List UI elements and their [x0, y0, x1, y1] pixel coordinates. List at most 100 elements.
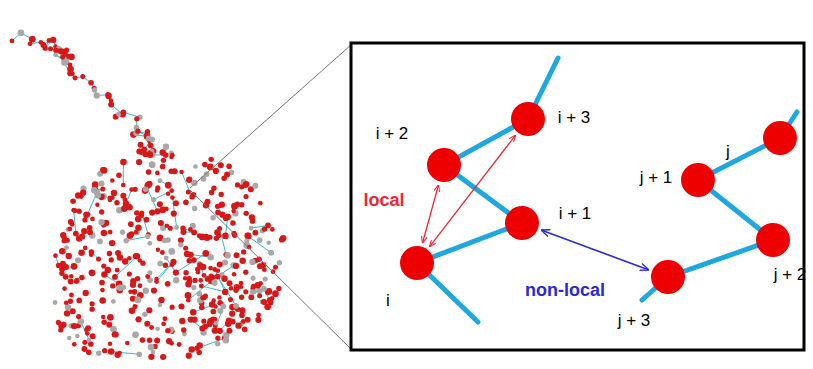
atom-dot [232, 272, 237, 277]
atom-dot [219, 202, 225, 208]
atom-dot [252, 183, 258, 189]
atom-dot [169, 155, 174, 160]
zoom-line [190, 190, 352, 350]
atom-dot [100, 167, 105, 172]
atom-dot [170, 259, 176, 265]
chain-bonds [417, 58, 797, 322]
atom-dot [158, 178, 163, 183]
atom-dot [128, 221, 134, 227]
residue-label: j + 3 [618, 311, 651, 331]
atom-dot [96, 351, 102, 357]
atom-dot [243, 194, 248, 199]
atom-dot [114, 200, 119, 205]
atom-dot [161, 158, 166, 163]
atom-dot [144, 321, 150, 327]
atom-dot [99, 297, 106, 304]
atom-dot [70, 308, 76, 314]
atom-dot [48, 46, 53, 51]
atom-dot [191, 257, 197, 263]
residue-circle: j + 3 [651, 260, 685, 294]
residue-label: j + 2 [774, 265, 807, 285]
atom-dot [90, 301, 95, 306]
atom-dot [109, 257, 114, 262]
atom-dot [183, 276, 187, 280]
atom-dot [243, 289, 248, 294]
atom-dot [165, 281, 171, 287]
atom-dot [183, 270, 188, 275]
atom-dot [233, 303, 239, 309]
atom-dot [190, 309, 197, 316]
atom-dot [125, 341, 130, 346]
atom-dot [135, 129, 140, 134]
atom-dot [183, 199, 189, 205]
atom-dot [234, 202, 240, 208]
atom-dot [169, 188, 174, 193]
atom-dot [120, 230, 125, 235]
atom-dot [213, 304, 217, 308]
atom-dot [115, 268, 120, 273]
atom-dot [197, 262, 203, 268]
atom-dot [86, 349, 92, 355]
atom-dot [43, 46, 48, 51]
atom-dot [120, 109, 126, 115]
atom-dot [239, 257, 245, 263]
atom-dot [28, 41, 33, 46]
atom-dot [98, 219, 104, 225]
atom-dot [199, 283, 204, 288]
atom-dot [137, 283, 142, 288]
atom-dot [60, 263, 67, 270]
atom-dot [80, 74, 85, 79]
atom-dot [210, 316, 215, 321]
atom-dot [108, 341, 112, 345]
atom-dot [243, 181, 249, 187]
atom-dot [127, 271, 132, 276]
atom-dot [220, 303, 226, 309]
atom-dot [133, 253, 139, 259]
atom-dot [234, 284, 240, 290]
atom-dot [210, 309, 216, 315]
atom-dot [87, 229, 93, 235]
atom-dot [181, 327, 186, 332]
atom-dot [257, 237, 263, 243]
non-local-arrow [542, 230, 649, 269]
atom-dot [186, 352, 192, 358]
atom-dot [174, 225, 179, 230]
atom-dot [230, 220, 236, 226]
atom-dot [214, 321, 219, 326]
atom-dot [276, 286, 281, 291]
atom-dot [196, 350, 202, 356]
atom-dot [74, 279, 79, 284]
atom-dot [110, 178, 114, 182]
atom-dot [148, 344, 155, 351]
atom-dot [147, 151, 154, 158]
atom-dot [217, 295, 222, 300]
atom-dot [188, 227, 193, 232]
atom-dot [222, 289, 228, 295]
atom-dot [272, 290, 279, 297]
atom-dot [77, 209, 82, 214]
atom-dot [134, 116, 139, 121]
atom-dot [115, 352, 121, 358]
atom-dot [71, 208, 76, 213]
atom-dot [58, 48, 64, 54]
atom-dot [128, 289, 132, 293]
atom-dot [196, 270, 200, 274]
atom-dot [183, 246, 188, 251]
atom-dot [198, 278, 203, 283]
atom-dot [94, 92, 100, 98]
atom-dot [138, 142, 144, 148]
atom-dot [177, 342, 182, 347]
atom-dot [160, 164, 166, 170]
atom-dot [71, 263, 78, 270]
atom-dot [168, 168, 173, 173]
atom-dot [202, 250, 209, 257]
atom-dot [111, 299, 116, 304]
atom-dot [128, 231, 134, 237]
atom-dot [170, 305, 175, 310]
atom-dot [211, 185, 216, 190]
residue-label: i + 2 [376, 124, 409, 144]
atom-dot [234, 252, 240, 258]
atom-dot [226, 163, 232, 169]
atom-dot [168, 226, 173, 231]
atom-dot [187, 279, 192, 284]
